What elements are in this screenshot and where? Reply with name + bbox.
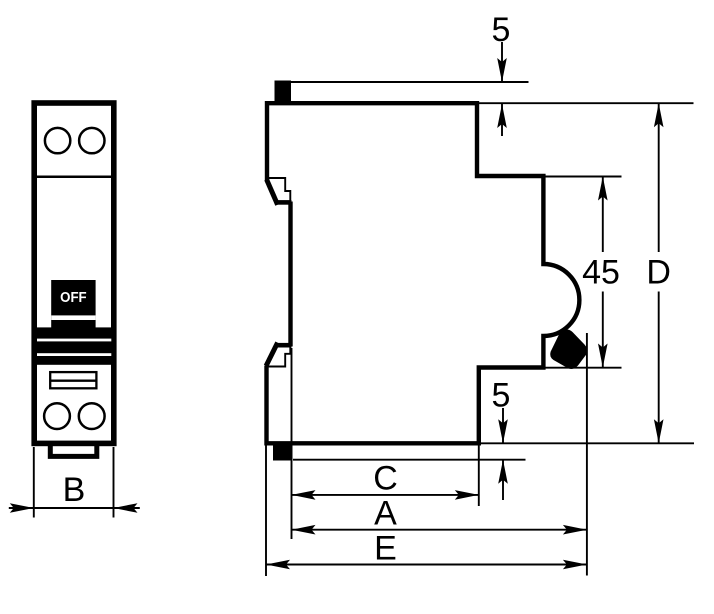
dim-D-label: D	[646, 254, 671, 292]
dim-5-top: 5	[492, 11, 511, 136]
front-bottom-terminal-screw-right	[77, 401, 106, 431]
side-bottom-terminal-block	[273, 444, 293, 461]
toggle-stripe-gap-2	[37, 353, 112, 356]
side-profile-outline	[264, 101, 582, 446]
front-top-terminal-screw-left	[43, 126, 72, 155]
dim-45: 45	[582, 176, 620, 368]
dim-A-label: A	[374, 494, 397, 532]
side-top-terminal-block	[274, 80, 291, 103]
dim-C: C	[291, 460, 479, 500]
side-reference-lines	[265, 81, 694, 576]
dim-45-label: 45	[582, 254, 620, 292]
side-din-clip-top-outline	[267, 177, 292, 202]
front-toggle-switch	[37, 280, 112, 365]
dim-5-bottom-label: 5	[492, 377, 511, 415]
front-top-terminal-screw-right	[77, 126, 106, 155]
dim-A: A	[291, 494, 587, 535]
front-body-outline	[31, 100, 117, 447]
dim-5-bottom: 5	[492, 377, 511, 500]
front-view: OFF B	[8, 100, 140, 518]
dim-E-label: E	[374, 529, 397, 567]
dim-5-top-label: 5	[492, 11, 511, 49]
toggle-off-label: OFF	[60, 290, 87, 306]
front-bottom-terminal-screw-left	[42, 401, 72, 431]
toggle-slot-gap	[51, 315, 96, 320]
front-bottom-tab	[47, 445, 100, 459]
side-view: 5 5 45 D	[263, 11, 694, 576]
toggle-stripe-gap-1	[37, 338, 112, 342]
dim-C-label: C	[373, 460, 398, 498]
dim-E: E	[266, 529, 587, 570]
dim-D: D	[646, 103, 671, 444]
side-din-clip-bottom-outline	[266, 347, 292, 368]
dim-B-label: B	[63, 471, 86, 509]
toggle-base-band	[37, 327, 112, 365]
side-toggle-lever-knob	[550, 329, 588, 369]
